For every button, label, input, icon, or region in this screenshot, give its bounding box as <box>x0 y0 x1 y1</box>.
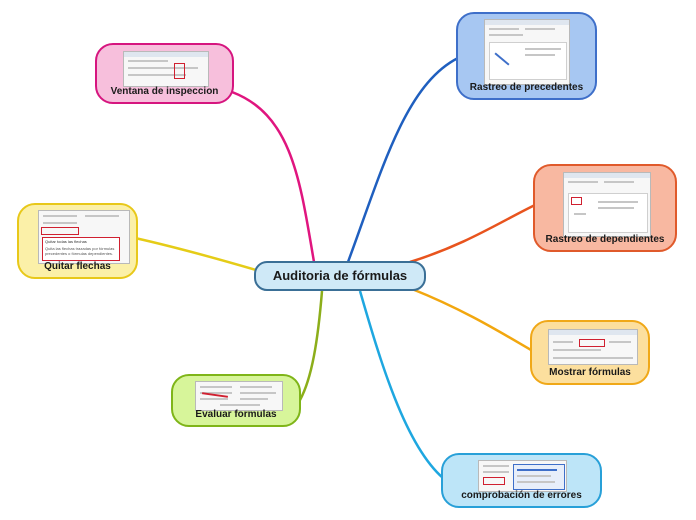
connector-mostrar <box>411 287 532 352</box>
central-topic[interactable]: Auditoria de fórmulas <box>254 261 426 291</box>
screenshot-remove-arrows: Quitar todas las flechas Quita las flech… <box>38 210 130 264</box>
connector-precedentes <box>346 56 459 263</box>
topic-label: Mostrar fórmulas <box>549 367 631 378</box>
screenshot-watch-window <box>123 51 209 87</box>
topic-rastreo-precedentes[interactable]: Rastreo de precedentes <box>456 12 597 100</box>
screenshot-trace-dependents <box>563 172 651 237</box>
topic-quitar-flechas[interactable]: Quitar todas las flechas Quita las flech… <box>17 203 138 279</box>
topic-label: Rastreo de precedentes <box>469 82 584 93</box>
screenshot-trace-precedents <box>484 19 570 85</box>
tooltip-body: Quita las flechas trazadas por fórmulas … <box>45 246 115 256</box>
connector-errores <box>358 290 444 479</box>
topic-label: Ventana de inspeccion <box>110 86 219 97</box>
connector-dependientes <box>409 203 536 264</box>
screenshot-show-formulas <box>548 329 638 365</box>
topic-ventana-inspeccion[interactable]: Ventana de inspeccion <box>95 43 234 104</box>
topic-mostrar-formulas[interactable]: Mostrar fórmulas <box>530 320 650 385</box>
screenshot-error-checking <box>478 460 567 492</box>
connector-flechas <box>134 236 257 272</box>
topic-label: Quitar flechas <box>44 261 111 272</box>
topic-label: comprobación de errores <box>461 490 582 501</box>
topic-label: Rastreo de dependientes <box>545 234 665 245</box>
screenshot-evaluate-formula <box>195 381 283 411</box>
connector-ventana <box>231 90 316 263</box>
connector-evaluar <box>298 290 324 401</box>
topic-rastreo-dependientes[interactable]: Rastreo de dependientes <box>533 164 677 252</box>
topic-comprobacion-errores[interactable]: comprobación de errores <box>441 453 602 508</box>
topic-evaluar-formulas[interactable]: Evaluar formulas <box>171 374 301 427</box>
tooltip-title: Quitar todas las flechas <box>45 239 87 244</box>
topic-label: Evaluar formulas <box>195 409 277 420</box>
